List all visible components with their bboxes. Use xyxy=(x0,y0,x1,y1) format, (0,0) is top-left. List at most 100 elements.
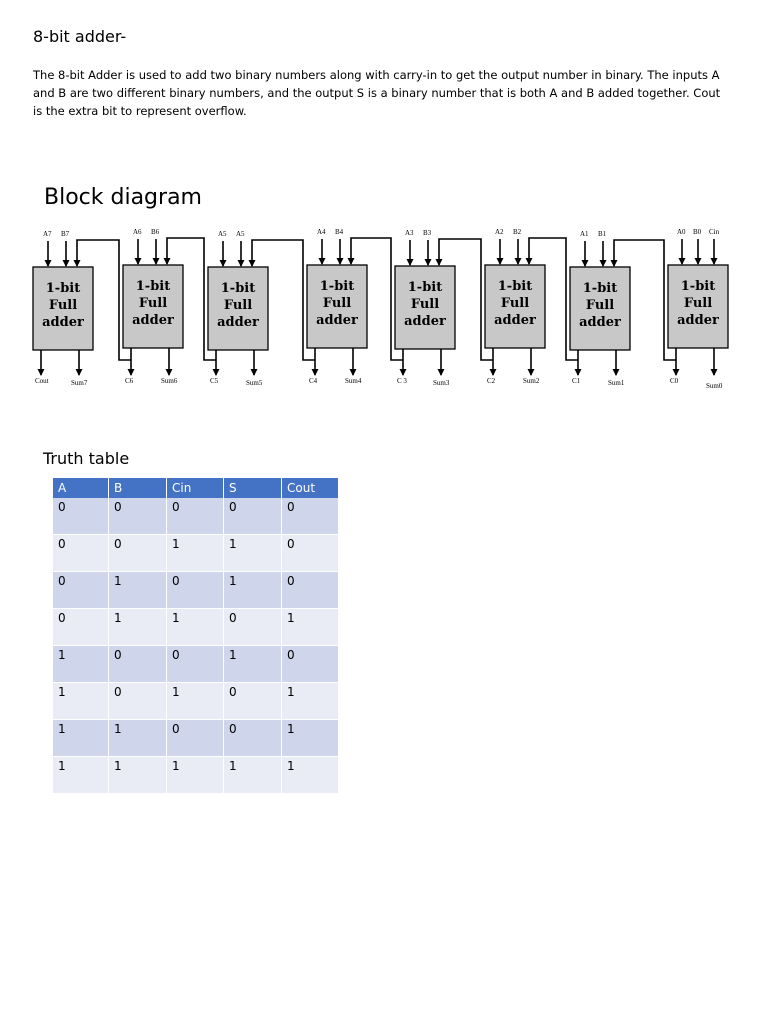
page-title: 8-bit adder- xyxy=(33,27,127,46)
block-label: Full xyxy=(411,297,439,312)
carry-chain-wire xyxy=(248,239,315,361)
table-cell: 1 xyxy=(108,571,167,609)
full-adder-block xyxy=(484,264,546,349)
sum-out-label: Sum6 xyxy=(161,377,178,385)
block-label: Full xyxy=(224,298,252,313)
description-paragraph: The 8-bit Adder is used to add two binar… xyxy=(33,68,721,118)
table-cell: 0 xyxy=(166,498,224,535)
carry-chain-wire xyxy=(435,238,493,361)
table-cell: 0 xyxy=(53,498,109,535)
column-header-cout: Cout xyxy=(281,478,339,498)
input-label: B7 xyxy=(61,230,70,238)
table-cell: 0 xyxy=(53,608,109,646)
input-label: A3 xyxy=(405,229,414,237)
block-label: Full xyxy=(586,298,614,313)
input-label: B4 xyxy=(335,228,344,236)
truth-table-header-row: A B Cin S Cout xyxy=(53,478,339,498)
input-label: A1 xyxy=(580,230,589,238)
input-label: B0 xyxy=(693,228,702,236)
block-label: adder xyxy=(677,313,719,328)
block-label: 1-bit xyxy=(221,281,255,296)
carry-out-label: C4 xyxy=(309,377,318,385)
input-label: A5 xyxy=(236,230,245,238)
truth-table-heading: Truth table xyxy=(43,449,130,468)
input-label: B2 xyxy=(513,228,522,236)
table-cell: 0 xyxy=(53,571,109,609)
full-adder-block xyxy=(122,264,184,349)
table-cell: 0 xyxy=(108,498,167,535)
table-cell: 1 xyxy=(53,645,109,683)
table-cell: 1 xyxy=(223,571,282,609)
table-cell: 1 xyxy=(166,534,224,572)
carry-out-label: C1 xyxy=(572,377,581,385)
table-cell: 0 xyxy=(166,719,224,757)
input-label: B6 xyxy=(151,228,160,236)
block-label: adder xyxy=(217,315,259,330)
sum-out-label: Sum7 xyxy=(71,379,88,387)
table-cell: 1 xyxy=(223,534,282,572)
sum-out-label: Sum3 xyxy=(433,379,450,387)
carry-chain-wire xyxy=(73,239,131,361)
block-label: 1-bit xyxy=(408,280,442,295)
full-adder-block xyxy=(569,266,631,351)
table-cell: 0 xyxy=(108,645,167,683)
carry-out-label: Cout xyxy=(35,377,49,385)
table-cell: 1 xyxy=(166,608,224,646)
block-label: adder xyxy=(494,313,536,328)
table-cell: 1 xyxy=(166,682,224,720)
block-label: adder xyxy=(404,314,446,329)
table-cell: 0 xyxy=(108,682,167,720)
column-header-a: A xyxy=(53,478,109,498)
sum-out-label: Sum0 xyxy=(706,382,723,390)
column-header-s: S xyxy=(223,478,282,498)
block-label: adder xyxy=(316,313,358,328)
input-label: A6 xyxy=(133,228,142,236)
carry-chain-wire xyxy=(525,237,578,361)
block-label: 1-bit xyxy=(498,279,532,294)
table-cell: 0 xyxy=(223,682,282,720)
sum-out-label: Sum5 xyxy=(246,379,263,387)
table-cell: 1 xyxy=(108,756,167,794)
table-cell: 1 xyxy=(53,719,109,757)
full-adder-block xyxy=(207,266,269,351)
table-cell: 1 xyxy=(53,682,109,720)
input-label: A7 xyxy=(43,230,52,238)
table-cell: 1 xyxy=(108,608,167,646)
table-cell: 1 xyxy=(108,719,167,757)
sum-out-label: Sum2 xyxy=(523,377,540,385)
table-cell: 1 xyxy=(281,719,339,757)
table-cell: 0 xyxy=(281,571,339,609)
carry-out-label: C5 xyxy=(210,377,219,385)
table-cell: 0 xyxy=(281,498,339,535)
carry-out-label: C2 xyxy=(487,377,496,385)
table-cell: 1 xyxy=(281,682,339,720)
table-cell: 1 xyxy=(281,756,339,794)
block-label: 1-bit xyxy=(320,279,354,294)
carry-out-label: C 3 xyxy=(397,377,407,385)
input-label: B1 xyxy=(598,230,607,238)
table-cell: 0 xyxy=(223,498,282,535)
block-label: Full xyxy=(684,296,712,311)
block-label: adder xyxy=(42,315,84,330)
table-cell: 0 xyxy=(53,534,109,572)
block-label: Full xyxy=(49,298,77,313)
block-label: Full xyxy=(139,296,167,311)
sum-out-label: Sum4 xyxy=(345,377,362,385)
input-label: A4 xyxy=(317,228,326,236)
sum-out-label: Sum1 xyxy=(608,379,625,387)
column-header-cin: Cin xyxy=(166,478,224,498)
table-cell: 1 xyxy=(223,756,282,794)
table-cell: 1 xyxy=(53,756,109,794)
table-cell: 0 xyxy=(223,608,282,646)
table-cell: 0 xyxy=(108,534,167,572)
input-label: Cin xyxy=(709,228,720,236)
table-cell: 1 xyxy=(166,756,224,794)
